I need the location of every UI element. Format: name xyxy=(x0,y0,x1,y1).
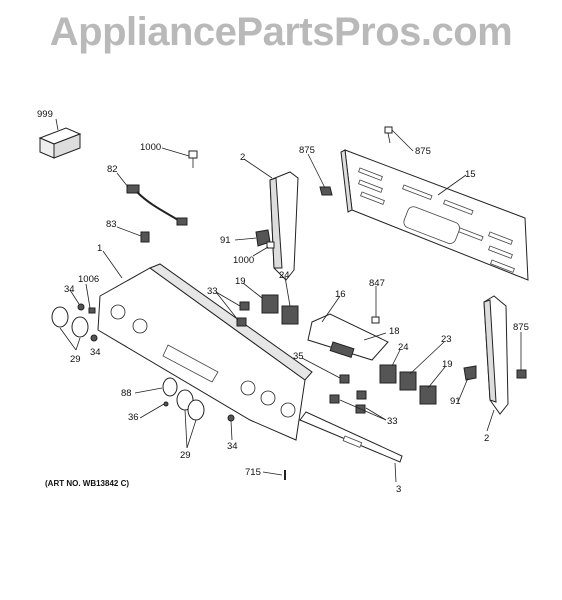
callout-715: 715 xyxy=(245,467,261,478)
callout-91-right: 91 xyxy=(450,396,461,407)
callout-1000-lower: 1000 xyxy=(233,255,254,266)
part-2-end-cap-right[interactable] xyxy=(483,295,509,415)
leader-lines xyxy=(55,118,522,483)
part-1-control-panel[interactable] xyxy=(97,263,313,441)
part-88-knob[interactable] xyxy=(162,377,178,397)
part-33-clips-lower[interactable] xyxy=(329,390,367,414)
part-24-switch-left[interactable] xyxy=(281,305,299,325)
callout-33-upper: 33 xyxy=(207,286,218,297)
callout-2-right: 2 xyxy=(484,433,489,444)
callout-88: 88 xyxy=(121,388,132,399)
callout-1: 1 xyxy=(97,243,102,254)
callout-1006: 1006 xyxy=(78,274,99,285)
callout-91-left: 91 xyxy=(220,235,231,246)
callout-29-left: 29 xyxy=(70,354,81,365)
part-999-box[interactable] xyxy=(38,127,82,159)
callout-18: 18 xyxy=(389,326,400,337)
callout-847: 847 xyxy=(369,278,385,289)
callout-labels: 999 1000 82 83 1 1006 34 29 34 2 875 875… xyxy=(37,109,529,495)
callout-29-lower: 29 xyxy=(180,450,191,461)
part-34-clip-c[interactable] xyxy=(227,414,235,422)
part-29-knobs-left[interactable] xyxy=(51,306,89,338)
callout-3: 3 xyxy=(396,484,401,495)
callout-35: 35 xyxy=(293,351,304,362)
callout-875-top: 875 xyxy=(415,146,431,157)
watermark: AppliancePartsPros.com xyxy=(49,10,513,54)
callout-16: 16 xyxy=(335,289,346,300)
part-875-screw-right[interactable] xyxy=(516,369,527,379)
callout-875-right: 875 xyxy=(513,322,529,333)
part-82-harness[interactable] xyxy=(126,184,188,226)
callout-24-left: 24 xyxy=(279,270,290,281)
part-2-end-cap-left[interactable] xyxy=(269,171,299,281)
callout-33-lower: 33 xyxy=(387,416,398,427)
part-875-screw-mid[interactable] xyxy=(319,186,333,196)
callout-82: 82 xyxy=(107,164,118,175)
art-number: (ART NO. WB13842 C) xyxy=(45,479,130,488)
part-19-switch-right[interactable] xyxy=(419,385,437,405)
part-1000-screw-lower[interactable] xyxy=(266,241,275,249)
part-3-trim[interactable] xyxy=(299,411,403,463)
part-1006-insulator[interactable] xyxy=(88,307,96,314)
part-23-switch[interactable] xyxy=(399,371,417,391)
callout-34-mid: 34 xyxy=(90,347,101,358)
part-35-clip[interactable] xyxy=(339,374,350,384)
callout-15: 15 xyxy=(465,169,476,180)
part-29-knobs-lower[interactable] xyxy=(176,389,205,421)
callout-36: 36 xyxy=(128,412,139,423)
callout-1000-top: 1000 xyxy=(140,142,161,153)
part-847-screw[interactable] xyxy=(371,316,380,324)
part-1000-screw[interactable] xyxy=(188,150,198,168)
callout-83: 83 xyxy=(106,219,117,230)
callout-19-left: 19 xyxy=(235,276,246,287)
part-83-connector[interactable] xyxy=(140,231,150,243)
callout-999: 999 xyxy=(37,109,53,120)
part-24-switch-right[interactable] xyxy=(379,364,397,384)
callout-2-left: 2 xyxy=(240,152,245,163)
part-91-bracket-right[interactable] xyxy=(463,365,477,381)
callout-34-lower: 34 xyxy=(227,441,238,452)
callout-19-right: 19 xyxy=(442,359,453,370)
part-34-clip-b[interactable] xyxy=(90,334,98,342)
part-34-clip-a[interactable] xyxy=(77,303,85,311)
part-36-spring[interactable] xyxy=(163,401,169,407)
callout-23: 23 xyxy=(441,334,452,345)
callout-34-left: 34 xyxy=(64,284,75,295)
part-875-screw-top[interactable] xyxy=(384,126,393,144)
callout-875-mid: 875 xyxy=(299,145,315,156)
callout-24-right: 24 xyxy=(398,342,409,353)
part-16-control-board[interactable] xyxy=(307,313,389,361)
part-15-back-panel[interactable] xyxy=(340,149,529,281)
part-19-switch-left[interactable] xyxy=(261,294,279,314)
